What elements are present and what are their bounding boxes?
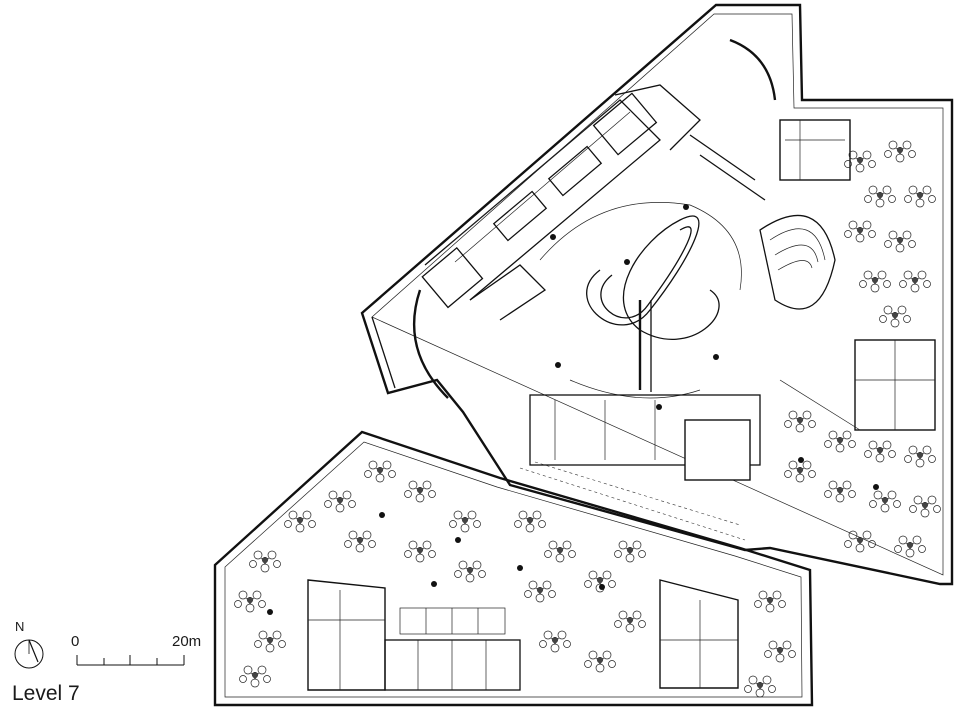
north-arrow-icon [14, 639, 44, 669]
scale-bar [76, 655, 185, 666]
north-label: N [15, 619, 25, 634]
scale-start-label: 0 [71, 633, 80, 650]
north-wing [360, 3, 954, 586]
south-wing [213, 430, 814, 707]
scale-end-label: 20m [172, 633, 202, 650]
level-title: Level 7 [12, 682, 80, 705]
columns [267, 204, 879, 615]
